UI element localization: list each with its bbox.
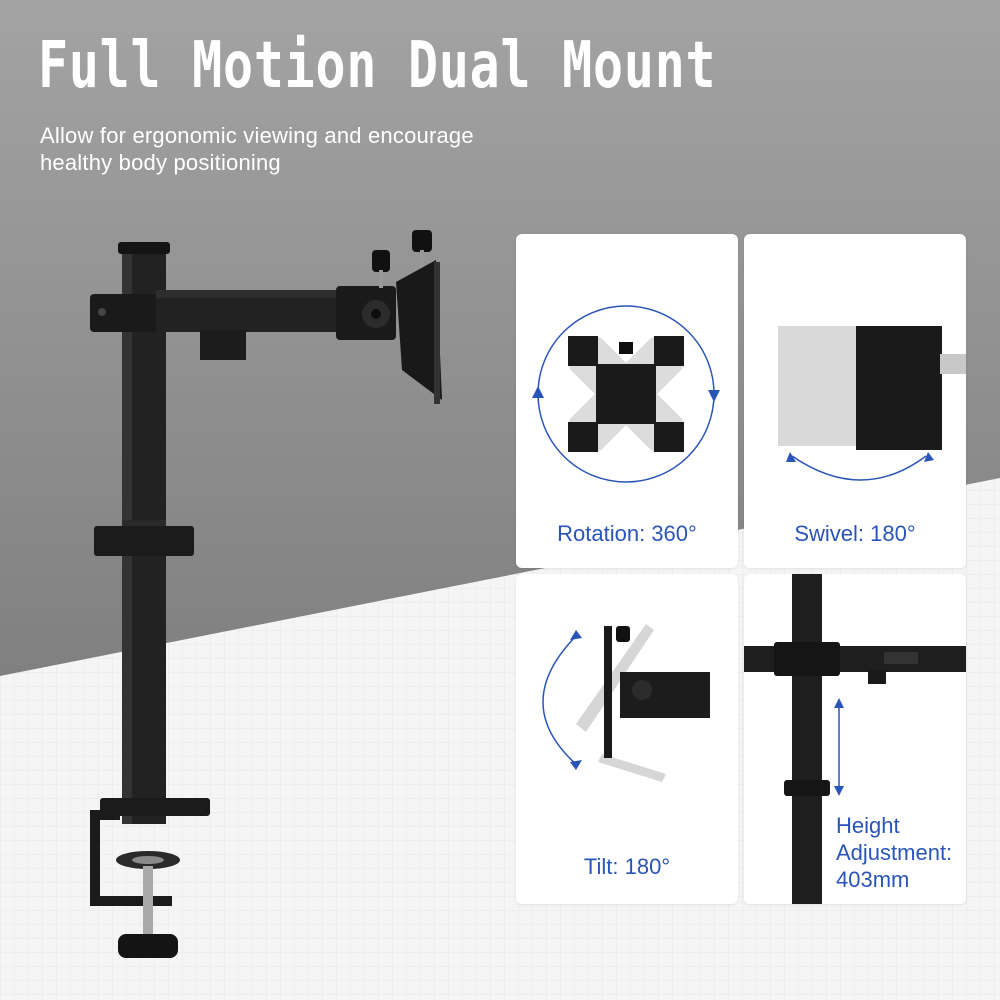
subtitle-line-2: healthy body positioning [40,150,281,175]
clamp-screw [143,866,153,934]
desk-clamp-top [100,798,210,816]
feature-card-rotation: Rotation: 360° [516,234,738,568]
swivel-arc [791,455,927,481]
height-label-line-2: Adjustment: [836,840,953,865]
subtitle-line-1: Allow for ergonomic viewing and encourag… [40,123,474,148]
tension-knob [372,250,390,272]
vesa-plate [856,326,942,450]
vesa-plate [604,626,612,758]
desk-clamp-frame [90,810,172,906]
feature-card-tilt: Tilt: 180° [516,574,738,904]
rotation-illustration [532,305,720,483]
height-label: Height Adjustment: 403mm [836,812,952,893]
tilt-arc [542,633,579,767]
height-label-line-3: 403mm [836,867,910,892]
monitor-mount-illustration [90,230,442,958]
clamp-knob [118,934,178,958]
rotation-label: Rotation: 360° [557,521,697,546]
height-label-line-1: Height [836,813,900,838]
swivel-label: Swivel: 180° [794,521,916,546]
feature-card-swivel: Swivel: 180° [744,234,966,568]
pole-cap [118,242,170,254]
height-illustration [744,574,966,904]
feature-card-height: Height Adjustment: 403mm [744,574,966,904]
tilt-ghost [576,624,666,782]
tilt-illustration [542,624,710,782]
page-subtitle: Allow for ergonomic viewing and encourag… [40,122,474,176]
tilt-label: Tilt: 180° [583,854,671,879]
vesa-plate [568,336,684,452]
page-title: Full Motion Dual Mount [38,29,717,103]
tilt-knob [412,230,432,252]
cable-clip [94,526,194,556]
swivel-illustration [778,326,966,481]
vesa-plate [396,260,442,400]
pole [792,574,822,904]
